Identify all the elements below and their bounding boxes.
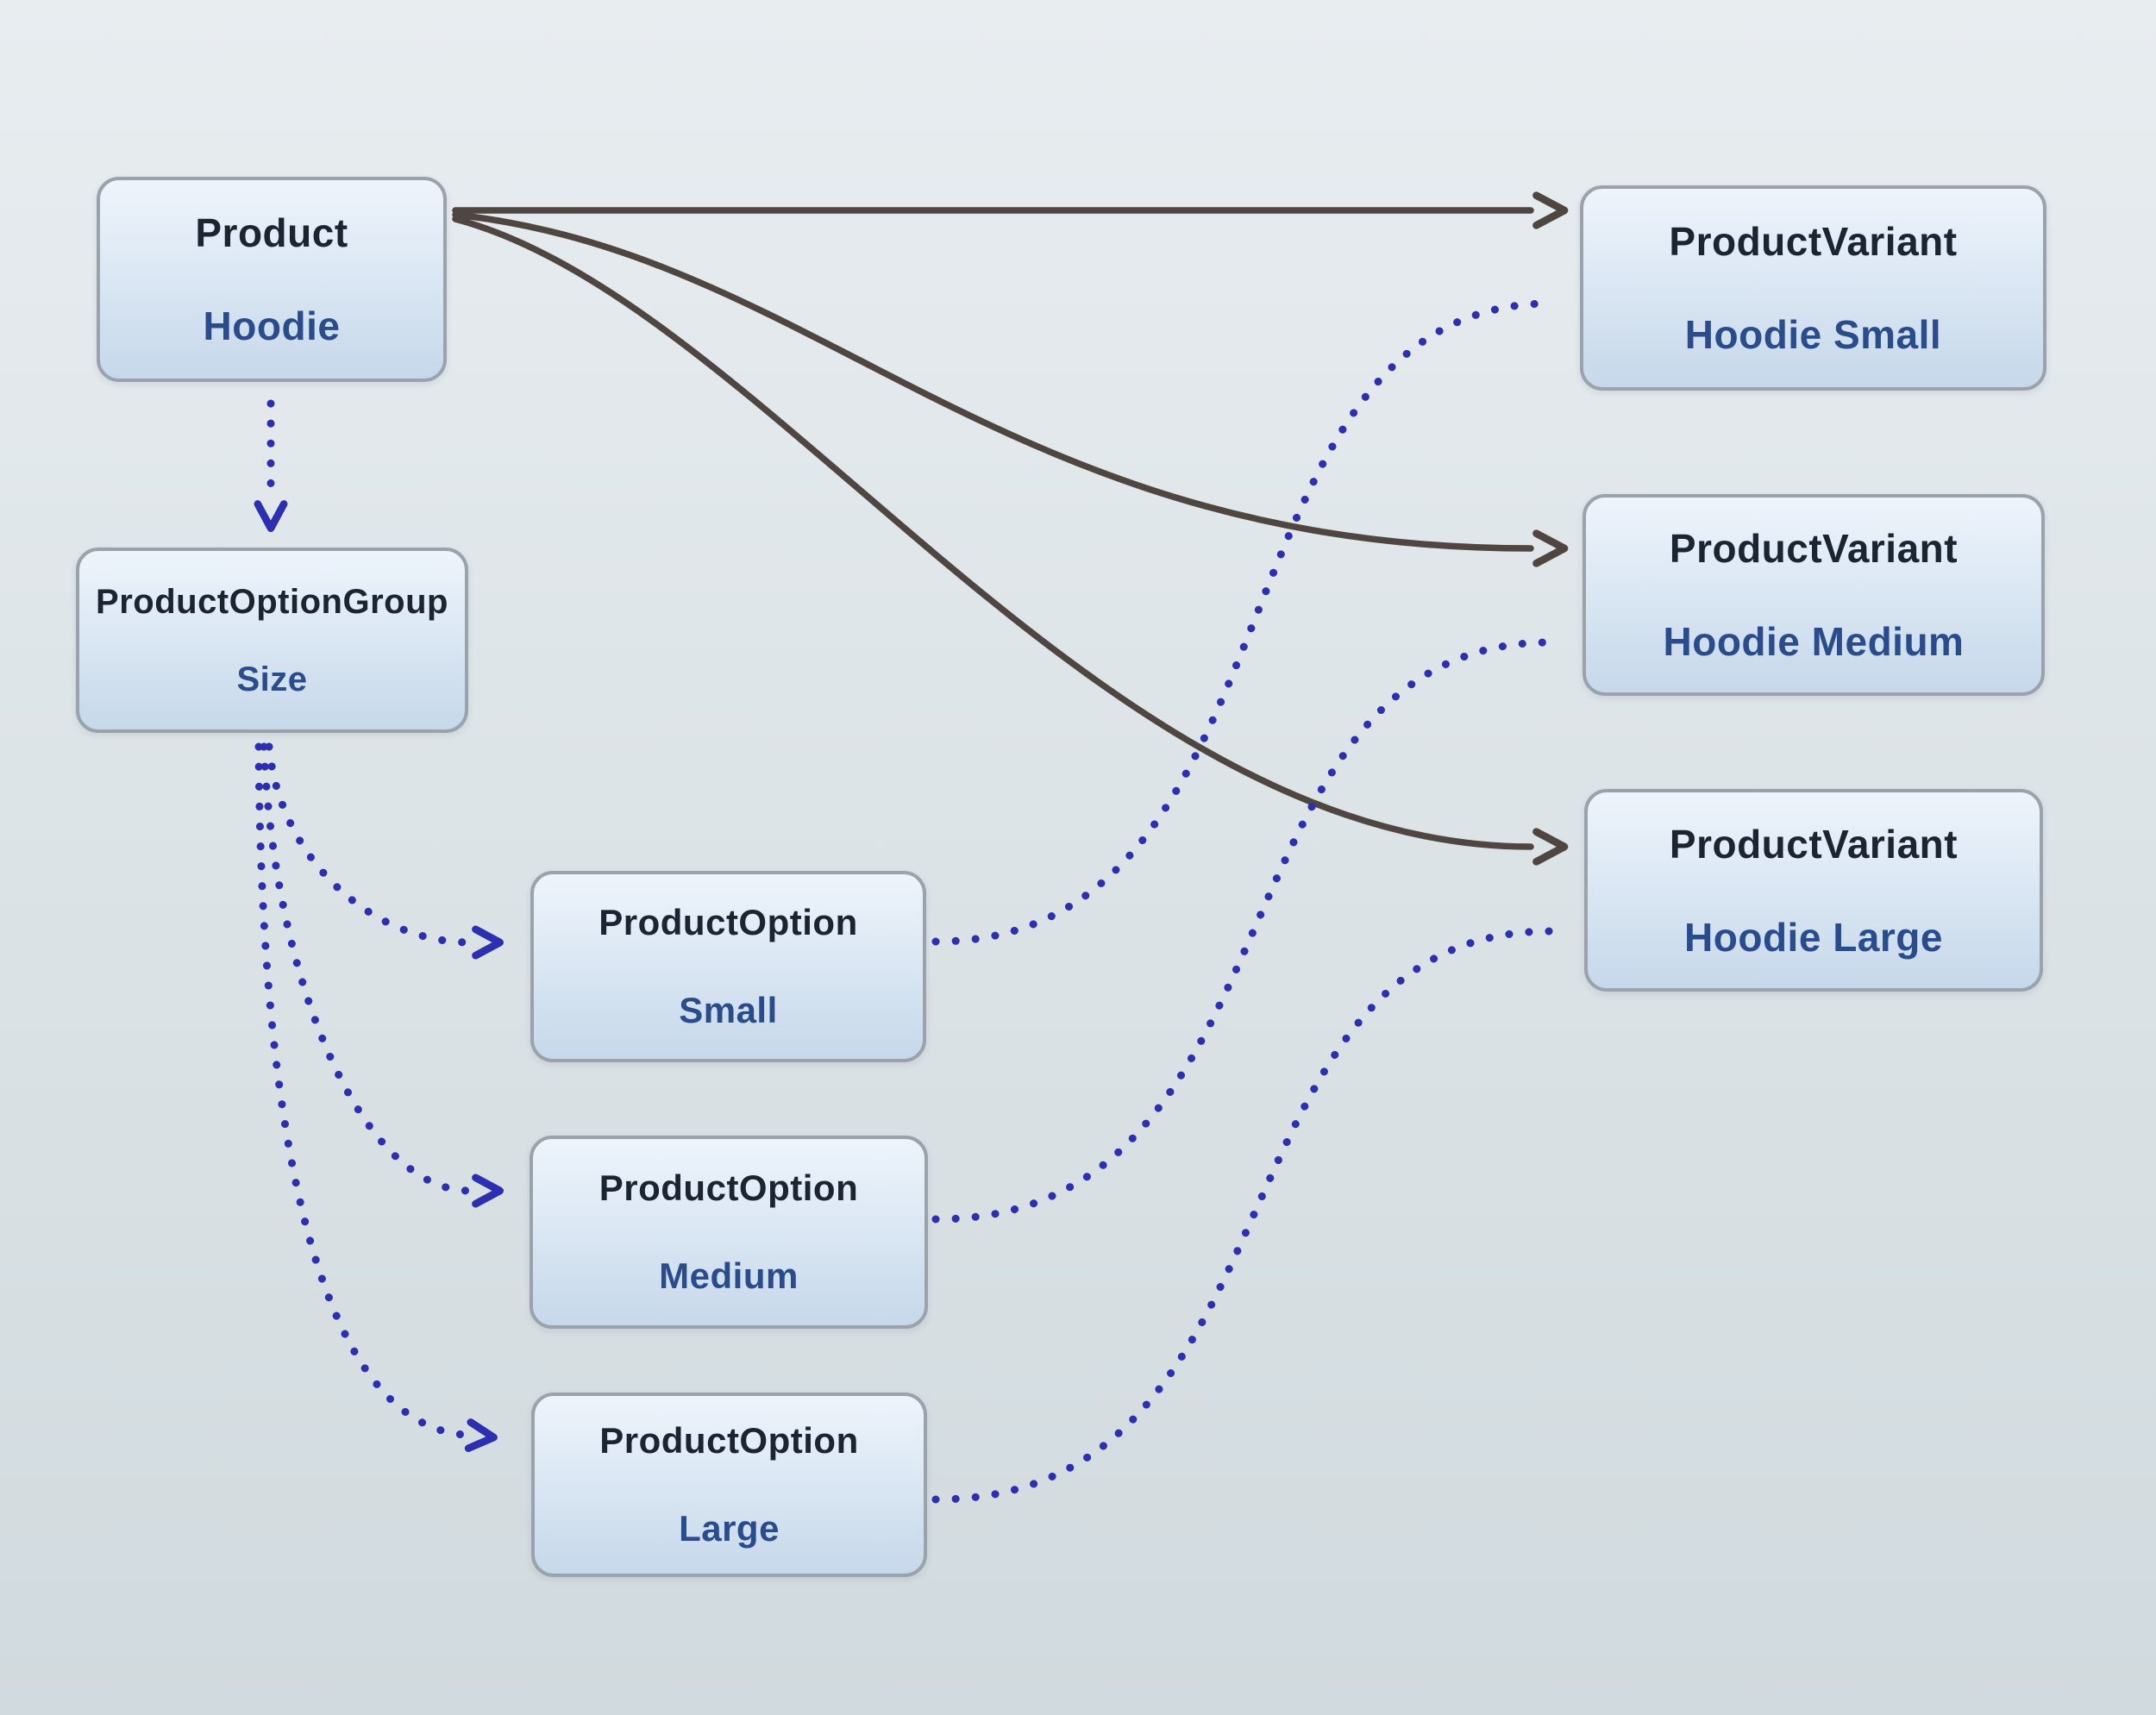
edge-option-group-to-option-medium <box>260 742 504 1208</box>
node-option-large-title: ProductOption <box>599 1420 859 1461</box>
node-variant-large-title: ProductVariant <box>1669 821 1959 867</box>
edge-option-group-to-option-small <box>265 742 504 960</box>
node-product-option-medium: ProductOption Medium <box>530 1136 928 1329</box>
node-product-option-group: ProductOptionGroup Size <box>76 548 468 733</box>
node-option-small-value: Small <box>679 990 778 1030</box>
node-product-variant-large: ProductVariant Hoodie Large <box>1584 789 2043 992</box>
edge-option-group-to-option-large <box>254 742 498 1453</box>
edge-product-to-variant-medium <box>452 211 1569 567</box>
node-product-value: Hoodie <box>203 304 341 348</box>
node-option-large-value: Large <box>679 1508 780 1549</box>
node-product-variant-small: ProductVariant Hoodie Small <box>1580 185 2046 391</box>
edge-product-to-variant-large <box>452 216 1569 866</box>
node-product-title: Product <box>195 210 348 255</box>
node-option-group-value: Size <box>236 660 308 698</box>
node-product-option-large: ProductOption Large <box>531 1393 927 1577</box>
edge-option-large-to-variant-large <box>931 927 1555 1504</box>
node-product-variant-medium: ProductVariant Hoodie Medium <box>1583 494 2045 696</box>
node-option-small-title: ProductOption <box>599 902 858 942</box>
edge-option-small-to-variant-small <box>931 299 1555 946</box>
node-option-group-title: ProductOptionGroup <box>96 582 448 621</box>
node-variant-small-value: Hoodie Small <box>1684 312 1942 357</box>
node-variant-small-title: ProductVariant <box>1669 219 1958 264</box>
node-option-medium-title: ProductOption <box>599 1167 859 1208</box>
node-variant-medium-title: ProductVariant <box>1669 526 1959 571</box>
node-variant-medium-value: Hoodie Medium <box>1663 619 1965 664</box>
node-variant-large-value: Hoodie Large <box>1684 914 1943 960</box>
edge-option-medium-to-variant-medium <box>931 638 1555 1224</box>
node-product: Product Hoodie <box>97 177 447 382</box>
node-product-option-small: ProductOption Small <box>530 871 926 1062</box>
node-option-medium-value: Medium <box>659 1255 799 1296</box>
